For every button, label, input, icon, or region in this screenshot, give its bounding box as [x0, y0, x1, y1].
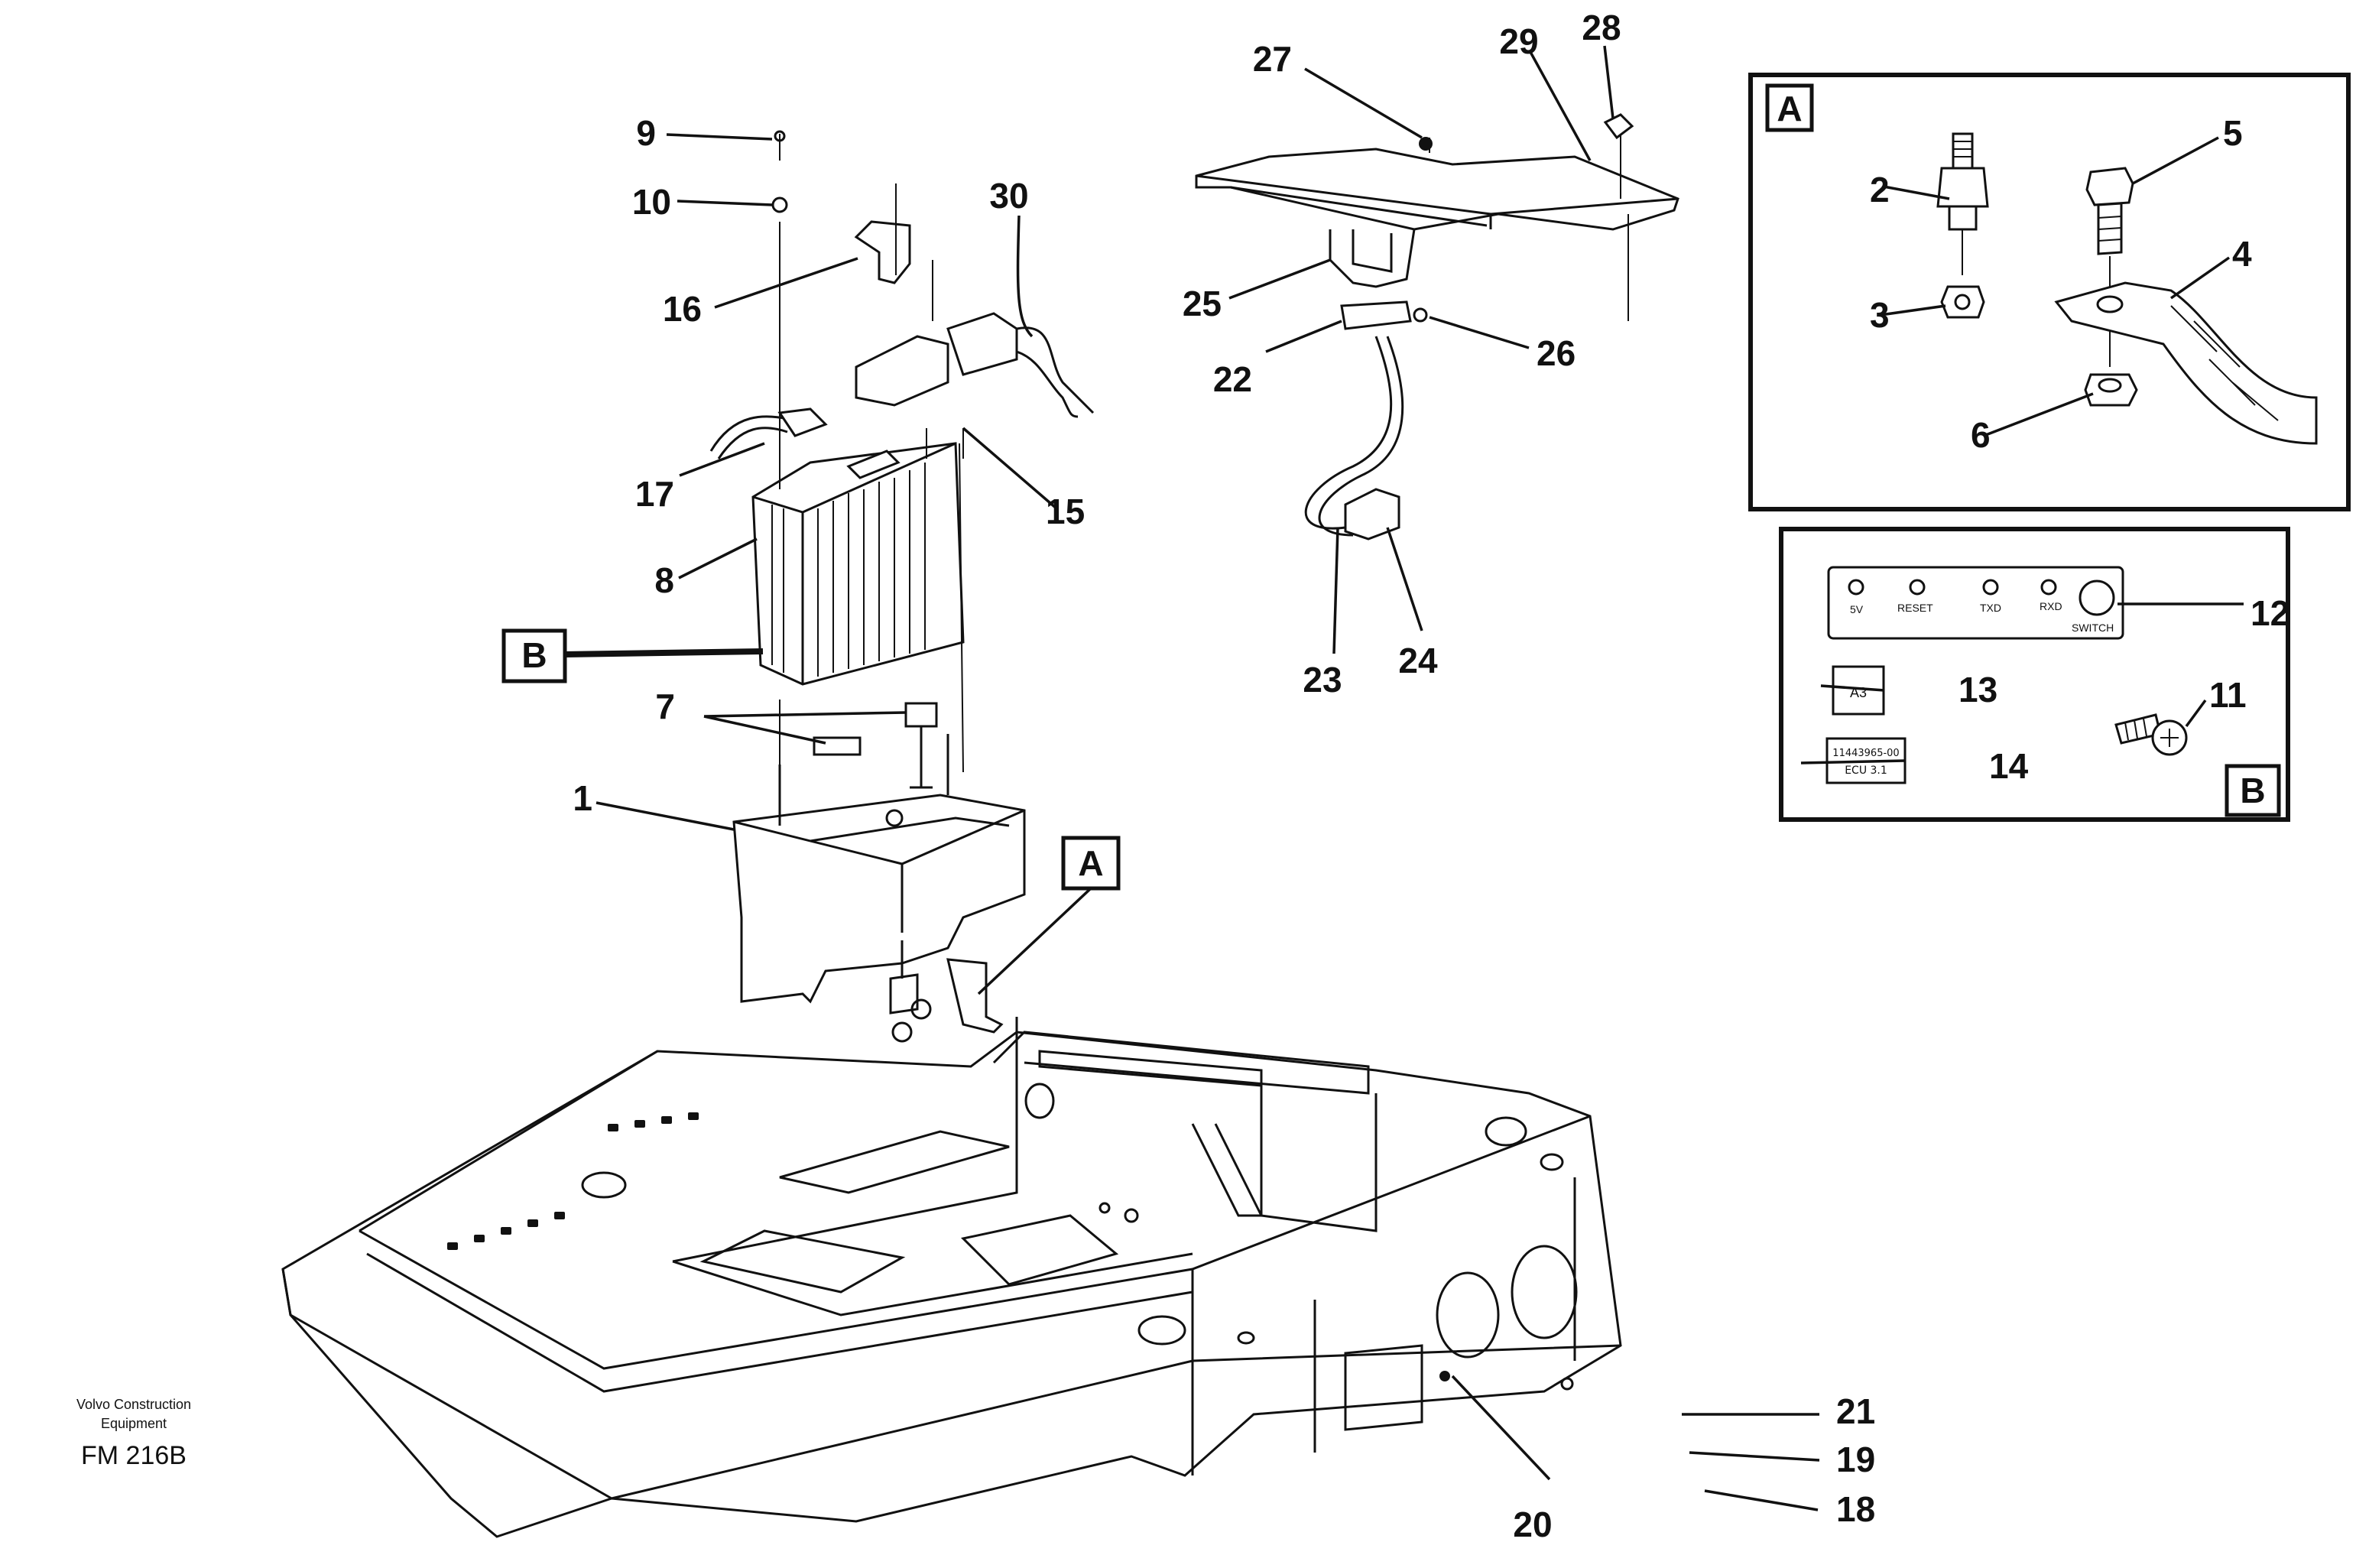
machine-frame	[281, 1017, 1622, 1538]
callout-28: 28	[1582, 8, 1621, 47]
figure-code: FM 216B	[81, 1441, 187, 1470]
mounting-bracket	[1195, 113, 1679, 541]
label-part-number-line1: 11443965-00	[1832, 748, 1899, 759]
label-part-number-line2: ECU 3.1	[1845, 765, 1887, 777]
switch-label: SWITCH	[2072, 622, 2114, 634]
callout-10: 10	[632, 182, 671, 222]
callout-4: 4	[2232, 234, 2252, 274]
callout-21: 21	[1836, 1391, 1875, 1431]
credit-line1: Volvo Construction	[76, 1397, 191, 1412]
callout-1: 1	[573, 778, 592, 818]
callout-15: 15	[1046, 492, 1085, 531]
callout-14: 14	[1989, 746, 2029, 786]
callout-18: 18	[1836, 1489, 1875, 1529]
callout-13: 13	[1958, 670, 1997, 709]
callout-24: 24	[1398, 641, 1438, 680]
detail-b-tag-panel: B	[2240, 771, 2265, 810]
detail-b-tag-ref: B	[521, 635, 547, 675]
callout-9: 9	[636, 113, 656, 153]
led-label-5v: 5V	[1850, 603, 1864, 615]
credit-line2: Equipment	[101, 1416, 167, 1431]
detail-b-panel: 5V RESET TXD RXD SWITCH A3 11443965-00 E…	[1779, 527, 2290, 822]
callout-6: 6	[1971, 415, 1991, 455]
callout-25: 25	[1183, 284, 1222, 323]
ecu-module	[709, 130, 1095, 826]
callout-22: 22	[1213, 359, 1252, 399]
callout-12: 12	[2251, 593, 2289, 633]
callout-2: 2	[1870, 170, 1890, 209]
callout-11: 11	[2209, 675, 2247, 715]
leader-lines	[595, 45, 2244, 1511]
callout-19: 19	[1836, 1440, 1875, 1479]
detail-a-reference: A	[977, 836, 1121, 995]
callout-23: 23	[1303, 660, 1342, 700]
callout-17: 17	[635, 474, 674, 514]
callout-30: 30	[989, 176, 1028, 216]
callout-5: 5	[2223, 113, 2243, 153]
frame-slots	[447, 1112, 699, 1250]
detail-a-panel: A	[1748, 73, 2351, 511]
callout-7: 7	[655, 687, 675, 726]
led-label-txd: TXD	[1980, 602, 2001, 614]
callout-16: 16	[663, 289, 702, 329]
callout-8: 8	[654, 560, 674, 600]
detail-a-tag-ref: A	[1078, 843, 1103, 883]
detail-b-reference: B	[501, 628, 764, 683]
callout-29: 29	[1499, 21, 1538, 61]
led-label-rxd: RXD	[2040, 600, 2062, 612]
callout-3: 3	[1870, 295, 1890, 335]
detail-a-tag: A	[1777, 89, 1802, 128]
battery-box-assembly	[732, 702, 1026, 1043]
callout-20: 20	[1513, 1505, 1552, 1544]
callout-27: 27	[1253, 39, 1292, 79]
credit-block: Volvo Construction Equipment FM 216B	[76, 1397, 191, 1470]
led-label-reset: RESET	[1897, 602, 1933, 614]
callout-numbers: 1 2 3 4 5 6 7 8 9 10 11 12 13 14 15 16 1…	[573, 8, 2289, 1544]
callout-26: 26	[1537, 333, 1576, 373]
